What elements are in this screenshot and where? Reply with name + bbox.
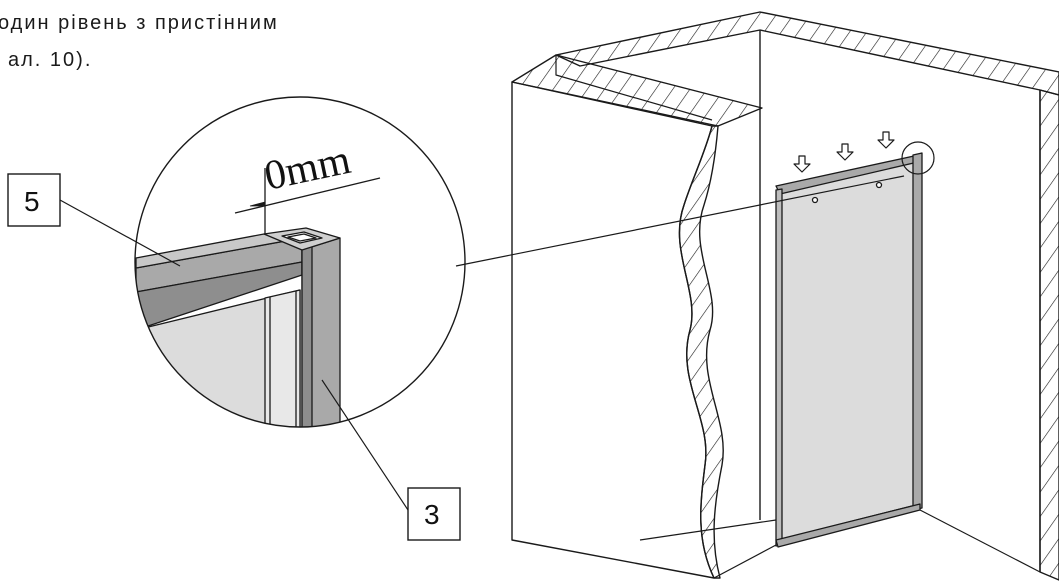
left-profile	[775, 188, 783, 547]
left-wall-cut-edge	[678, 125, 724, 579]
magnified-detail: 0mm	[134, 96, 466, 428]
detail-leader-line	[455, 175, 905, 267]
callout-box-3	[407, 487, 461, 541]
callout-number-3: 3	[424, 499, 440, 530]
caption-line-1: один рівень з пристінним	[0, 12, 279, 34]
down-arrow-icon	[877, 131, 895, 149]
wall-assembly	[511, 11, 1059, 581]
detail-circle-outline	[134, 96, 466, 428]
glass-panel	[775, 152, 923, 548]
down-arrow-icon	[836, 143, 854, 161]
bottom-profile	[775, 503, 921, 548]
left-wall-face	[511, 81, 715, 579]
down-arrow-icon	[793, 155, 811, 173]
callout-number-5: 5	[24, 186, 40, 217]
callout-box-5	[7, 173, 61, 227]
mounting-hole-2	[875, 181, 883, 189]
right-profile	[912, 152, 923, 511]
right-wall-edge	[1039, 89, 1059, 581]
callout-leader-3	[321, 379, 409, 511]
callout-3: 3	[321, 379, 461, 541]
callout-5: 5	[7, 173, 181, 267]
caption-line-2: ал. 10).	[8, 49, 92, 71]
detail-marker-circle	[901, 141, 935, 175]
dimension-indicator	[234, 168, 381, 234]
down-arrows	[793, 131, 895, 173]
callout-leader-5	[59, 199, 181, 267]
dimension-label: 0mm	[261, 137, 355, 200]
mounting-hole-1	[811, 196, 819, 204]
left-wall-top	[511, 54, 763, 127]
panel-glass	[777, 159, 917, 541]
